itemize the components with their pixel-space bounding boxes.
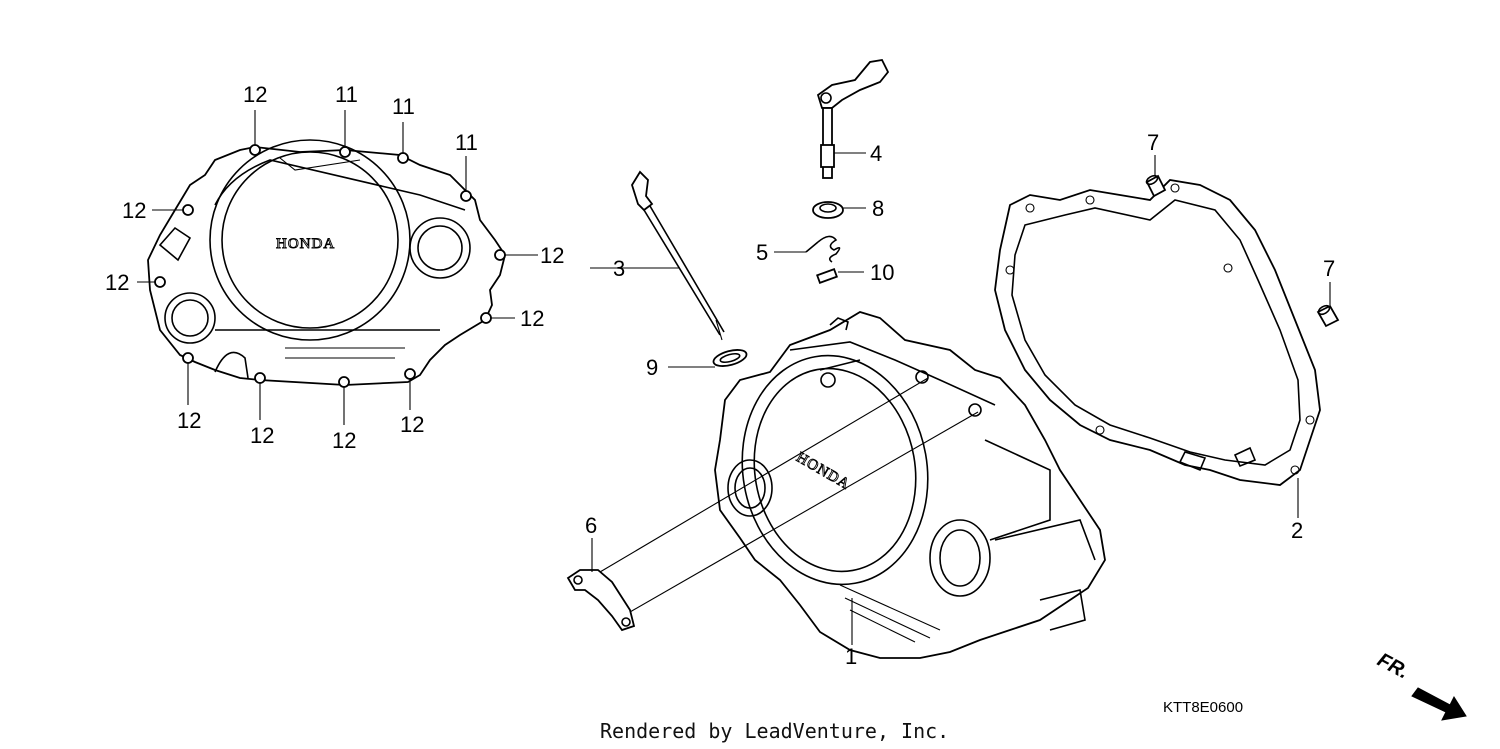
callout-7: 7	[1323, 256, 1335, 281]
callout-12: 12	[250, 423, 274, 448]
pin	[816, 268, 838, 284]
callout-2: 2	[1291, 518, 1303, 543]
crankcase-cover-outer-view: HONDA	[137, 110, 538, 425]
clutch-lifter-arm	[816, 59, 890, 179]
front-direction-arrow-icon: FR.	[1374, 649, 1467, 721]
callout-12: 12	[400, 412, 424, 437]
bolt-hole	[154, 276, 166, 288]
bolt-hole	[480, 312, 492, 324]
callout-12: 12	[177, 408, 201, 433]
bolt-hole	[460, 190, 472, 202]
callout-9: 9	[646, 355, 658, 380]
callout-10: 10	[870, 260, 894, 285]
right-crankcase-cover: HONDA	[714, 311, 1106, 659]
bolt-hole	[254, 372, 266, 384]
callout-11: 11	[392, 94, 415, 119]
direction-label: FR.	[1374, 649, 1413, 684]
callout-12: 12	[332, 428, 356, 453]
callout-12: 12	[243, 82, 267, 107]
bolt-hole	[397, 152, 409, 164]
callout-4: 4	[870, 141, 882, 166]
callout-11: 11	[455, 130, 478, 155]
cover-gasket	[994, 179, 1321, 518]
bolt-hole	[249, 144, 261, 156]
dowel-pin-upper	[1145, 155, 1167, 198]
bolt-hole	[404, 368, 416, 380]
callout-5: 5	[756, 240, 768, 265]
cable-guide-bracket	[566, 377, 979, 632]
bolt-hole	[339, 146, 351, 158]
callout-12: 12	[540, 243, 564, 268]
o-ring	[712, 349, 748, 367]
callout-6: 6	[585, 513, 597, 538]
callout-12: 12	[122, 198, 146, 223]
callout-7: 7	[1147, 130, 1159, 155]
callout-12: 12	[520, 306, 544, 331]
callout-12: 12	[105, 270, 129, 295]
honda-logo-left: HONDA	[276, 236, 335, 252]
bolt-hole	[182, 204, 194, 216]
bolt-hole	[182, 352, 194, 364]
callout-11: 11	[335, 82, 358, 107]
credit-line: Rendered by LeadVenture, Inc.	[600, 719, 949, 743]
callout-1: 1	[845, 644, 857, 669]
bolt-hole	[338, 376, 350, 388]
return-spring	[774, 235, 841, 263]
oil-dipstick	[590, 170, 725, 341]
callout-8: 8	[872, 196, 884, 221]
bolt-hole	[494, 249, 506, 261]
dowel-pin-lower	[1316, 282, 1340, 328]
callout-3: 3	[613, 256, 625, 281]
diagram-code: KTT8E0600	[1163, 699, 1243, 716]
